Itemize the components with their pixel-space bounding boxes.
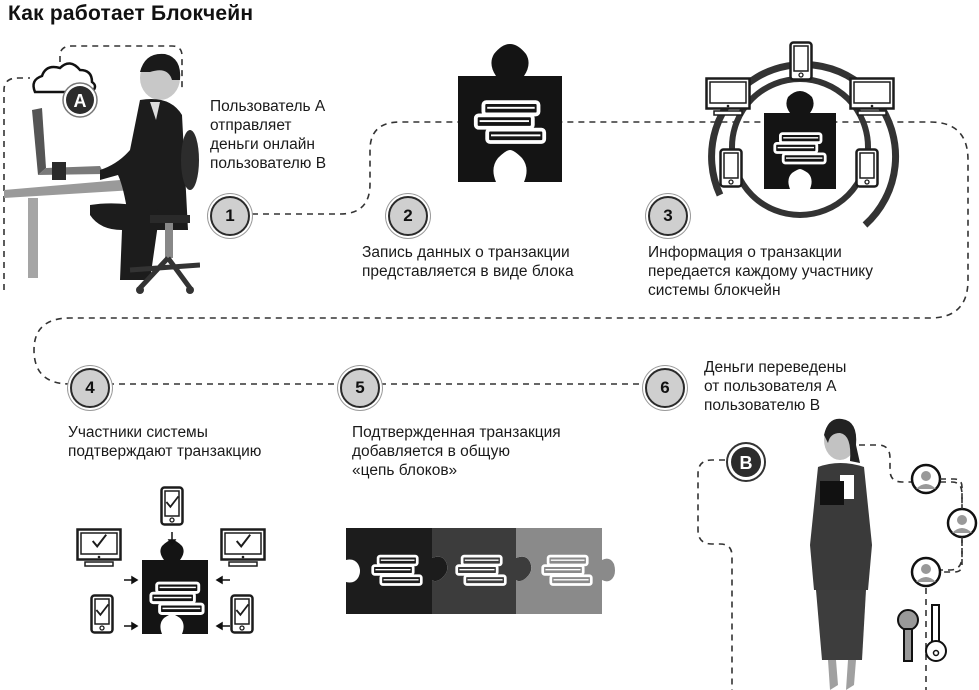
participant-avatar-icon xyxy=(910,463,942,495)
phone-icon xyxy=(789,41,813,81)
step-4-caption: Участники системы подтверждают транзакци… xyxy=(68,424,262,460)
path-user-a-top xyxy=(59,45,183,90)
participant-avatar-icon xyxy=(910,556,942,588)
path-user-b-right3 xyxy=(938,540,963,571)
monitor-icon xyxy=(705,77,751,117)
block-puzzle-illustration xyxy=(458,44,562,182)
step-number: 1 xyxy=(225,206,235,225)
key-icon xyxy=(897,609,919,662)
user-b-illustration: B xyxy=(726,418,978,690)
participant-avatar-icon xyxy=(946,507,978,539)
path-user-b-right2 xyxy=(940,481,963,510)
path-user-b xyxy=(697,459,733,690)
step-5-caption: Подтвержденная транзакция добавляется в … xyxy=(352,424,561,479)
step-3-caption: Информация о транзакции передается каждо… xyxy=(648,244,873,299)
page-title: Как работает Блокчейн xyxy=(8,2,254,25)
step-badge-1: 1 xyxy=(210,196,250,236)
monitor-icon xyxy=(76,528,122,568)
user-b-badge: B xyxy=(726,442,766,482)
step-number: 5 xyxy=(355,378,365,397)
monitor-icon xyxy=(849,77,895,117)
network-broadcast-illustration xyxy=(705,41,900,228)
step-badge-3: 3 xyxy=(648,196,688,236)
step-badge-4: 4 xyxy=(70,368,110,408)
step-number: 2 xyxy=(403,206,413,225)
svg-text:B: B xyxy=(740,453,753,473)
step-6-caption: Деньги переведены от пользователя А поль… xyxy=(704,359,847,414)
chain-block-1 xyxy=(346,528,448,614)
path-segment-1 xyxy=(33,121,969,385)
step-badge-6: 6 xyxy=(645,368,685,408)
step-1-caption: Пользователь А отправляет деньги онлайн … xyxy=(210,98,327,172)
step-badge-2: 2 xyxy=(388,196,428,236)
step-number: 4 xyxy=(85,378,95,397)
key-icon xyxy=(925,604,947,662)
user-a-illustration: A xyxy=(4,53,200,294)
user-a-badge: A xyxy=(62,82,98,118)
path-user-a xyxy=(3,77,30,290)
chain-block-3 xyxy=(516,528,615,614)
step-number: 3 xyxy=(663,206,673,225)
phone-icon xyxy=(719,148,743,188)
step-number: 6 xyxy=(660,378,670,397)
monitor-icon xyxy=(220,528,266,568)
phone-icon xyxy=(855,148,879,188)
arrow-icons xyxy=(124,532,230,631)
confirmation-illustration xyxy=(76,486,266,634)
step-badge-5: 5 xyxy=(340,368,380,408)
path-user-b-right xyxy=(848,444,912,483)
step-2-caption: Запись данных о транзакции представляетс… xyxy=(362,244,574,280)
chain-block-2 xyxy=(432,528,532,614)
block-chain-illustration xyxy=(346,528,615,614)
svg-text:A: A xyxy=(74,91,87,111)
